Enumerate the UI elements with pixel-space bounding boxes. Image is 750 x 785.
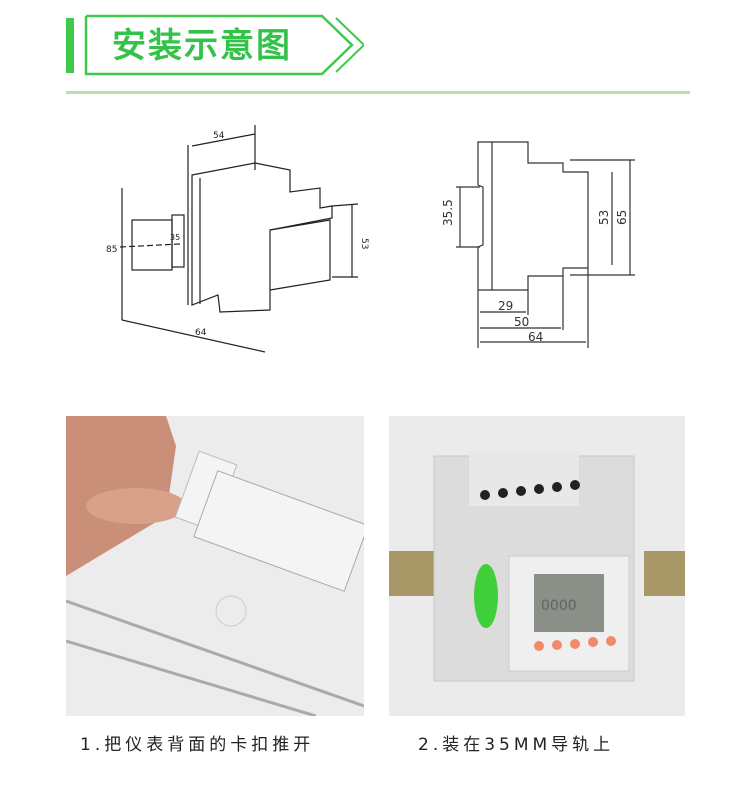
isometric-dimension-drawing: 54 85 35 64 53 [106, 125, 369, 353]
dim-53-label: 53 [359, 238, 369, 249]
dim-64-label: 64 [195, 328, 207, 338]
dim-35-label: 35 [170, 233, 180, 242]
page-title: 安装示意图 [112, 26, 292, 66]
dim-29-label: 29 [498, 299, 513, 313]
caption-step-2: 2.装在35MM导轨上 [418, 735, 615, 755]
dim-54-label: 54 [213, 131, 225, 141]
dim-35-5-label: 35.5 [441, 199, 455, 226]
meter-display-value: 0000 [541, 598, 577, 614]
arrow-banner-frame-icon [84, 14, 364, 76]
header-divider [66, 91, 690, 94]
dim-64-label: 64 [528, 330, 543, 344]
dim-85-label: 85 [106, 245, 117, 255]
dim-53-label: 53 [597, 210, 611, 225]
dim-50-label: 50 [514, 315, 529, 329]
photo-din-rail-mounted: 0000 [389, 416, 685, 716]
side-view-dimension-drawing: 35.5 53 65 29 50 64 [441, 141, 635, 348]
caption-step-1: 1.把仪表背面的卡扣推开 [80, 735, 315, 755]
photo-clip-release [66, 416, 364, 716]
title-accent-bar [66, 18, 74, 73]
dim-65-label: 65 [615, 210, 629, 225]
title-banner [84, 14, 364, 76]
